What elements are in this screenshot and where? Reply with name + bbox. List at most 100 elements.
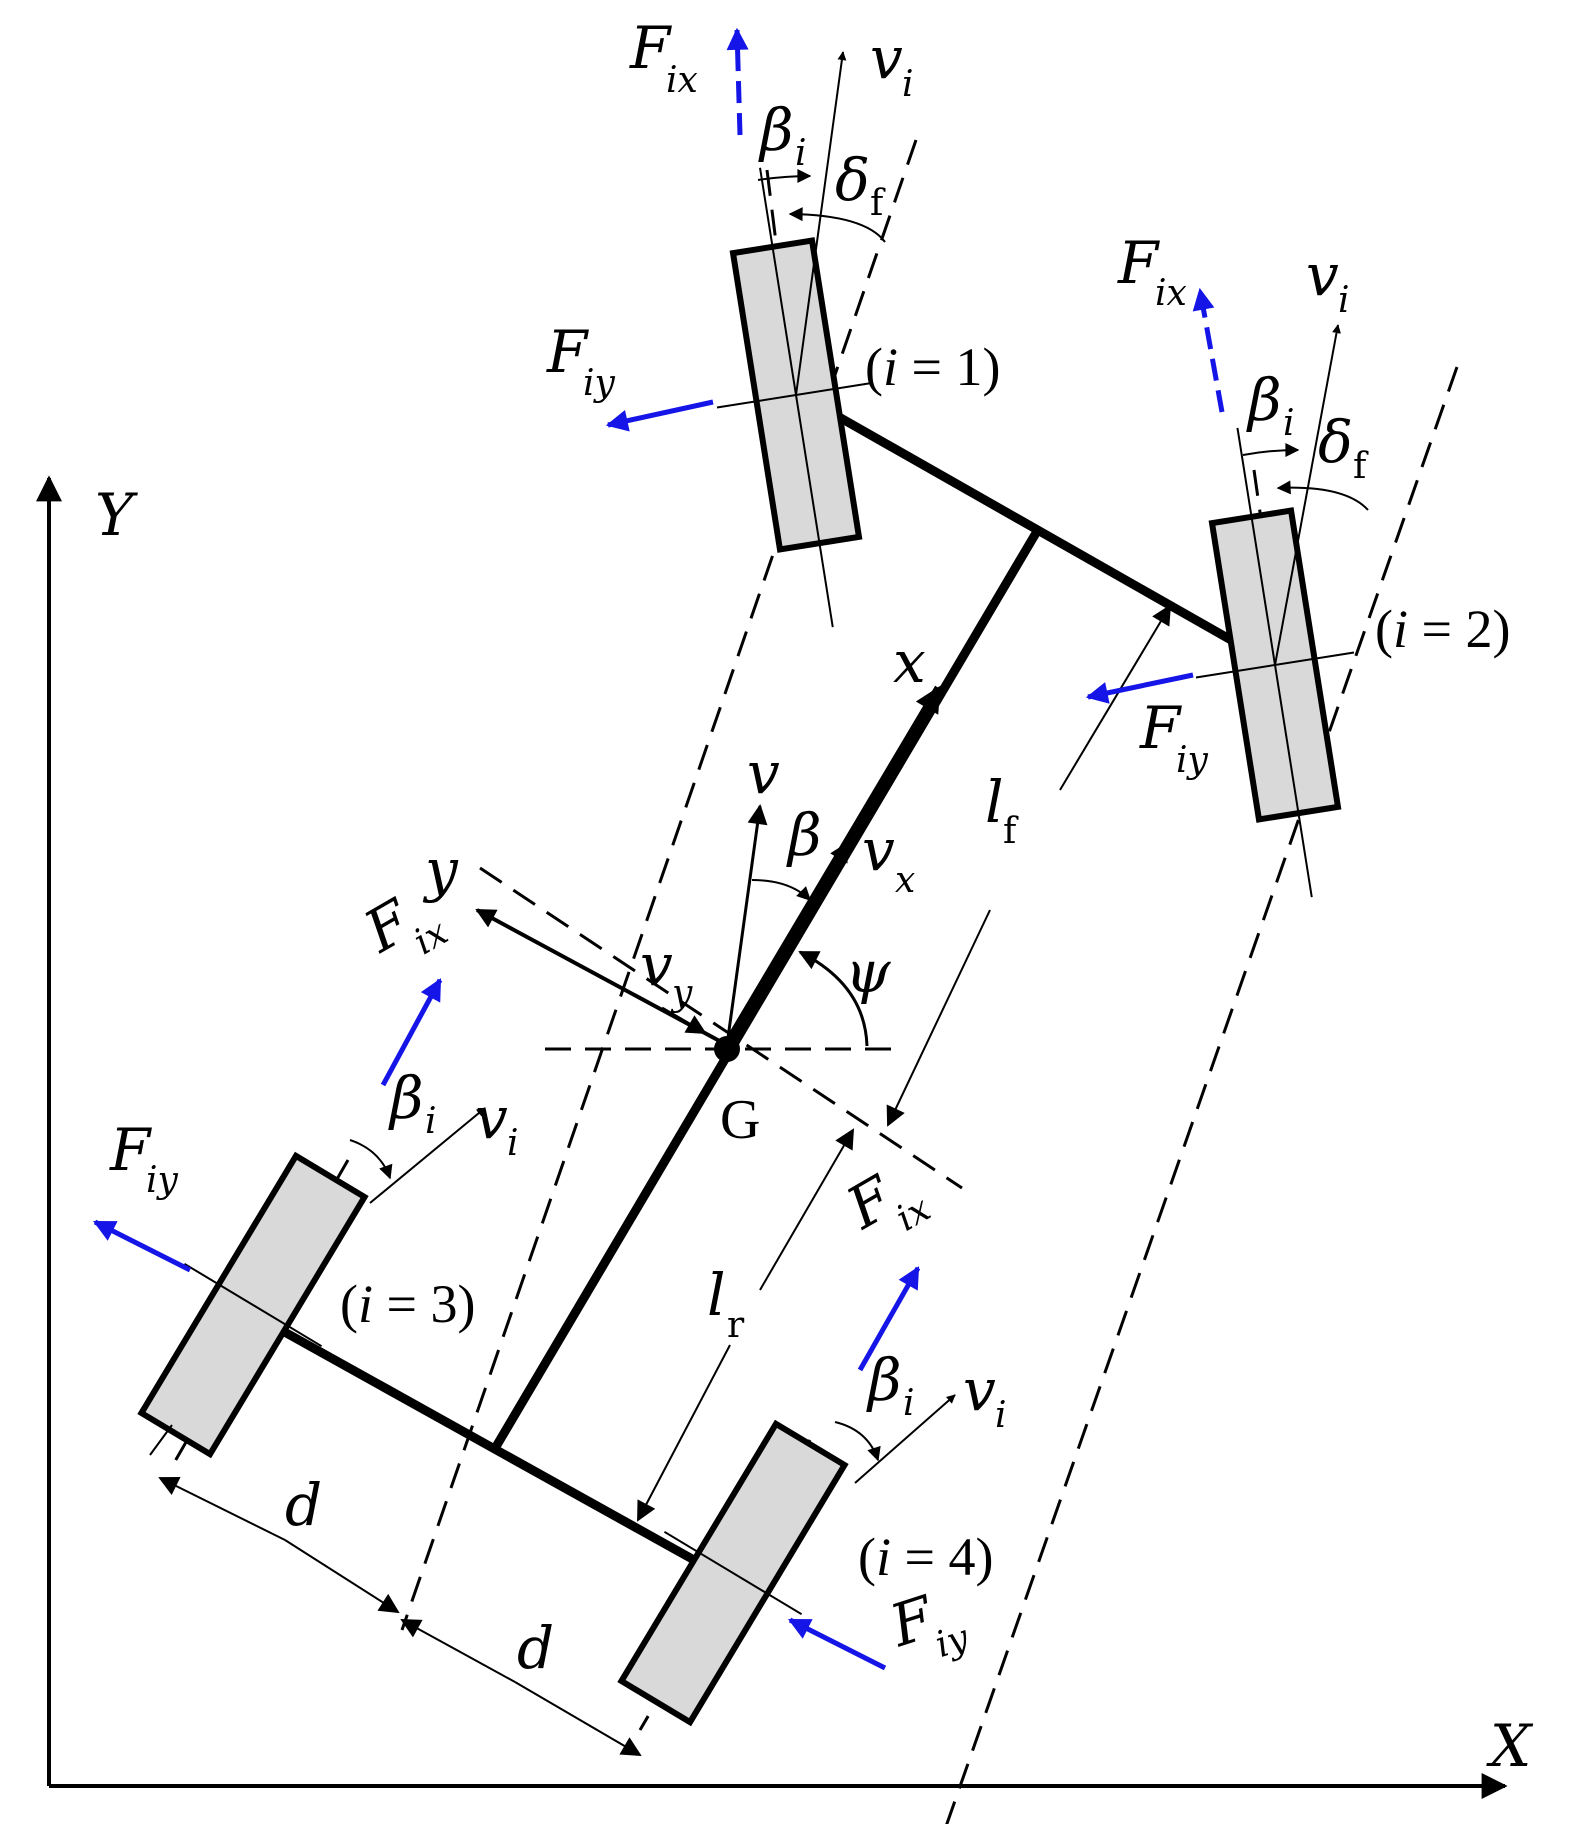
wheel-kinematics <box>349 51 1369 1484</box>
velocity-v-label: v <box>747 739 780 807</box>
wheel-1-fiy-arrow <box>605 399 714 432</box>
longitudinal-beam <box>492 528 1041 1450</box>
front-axle <box>790 387 1280 670</box>
wheel-3-velocity <box>369 1107 486 1204</box>
body-kinematics <box>475 685 943 1062</box>
svg-text:i: i <box>1283 403 1295 444</box>
wheel-1-index-label: (i = 1) <box>865 337 1000 397</box>
lf-label: l f <box>985 768 1019 852</box>
vy-label: v y <box>640 931 693 1014</box>
svg-text:ix: ix <box>889 1188 937 1239</box>
right-track-dashed-line <box>945 366 1459 1824</box>
lr-dimension-upper <box>759 1128 855 1291</box>
lr-dimension-lower <box>637 1344 731 1522</box>
svg-text:v: v <box>870 24 903 92</box>
dimensions <box>149 604 1172 1757</box>
wheel-3-fiy-arrow <box>93 1219 192 1273</box>
svg-text:i: i <box>795 133 807 174</box>
beta-arc <box>751 879 811 901</box>
svg-text:v: v <box>640 931 673 999</box>
svg-text:f: f <box>1353 446 1369 487</box>
wheel-3-fix-arrow <box>380 978 443 1087</box>
global-y-label: Y <box>95 481 138 549</box>
wheel-2-index-label: (i = 2) <box>1375 599 1510 659</box>
vy-arrowhead <box>661 1006 707 1035</box>
wheel-2-fiy-label: Fiy <box>1139 694 1209 781</box>
wheel-4-index-label: (i = 4) <box>858 1527 993 1587</box>
wheel-4-fiy-arrow <box>788 1617 887 1671</box>
d-tick-left <box>149 1424 173 1456</box>
svg-text:y: y <box>670 973 693 1014</box>
d-dimension-left-a <box>158 1477 286 1541</box>
svg-text:F: F <box>1117 229 1160 297</box>
global-axes: X Y <box>36 475 1534 1799</box>
wheel-4-crossline <box>663 1530 803 1616</box>
wheel-2-fix-label: Fix <box>1117 229 1187 314</box>
svg-text:f: f <box>1003 811 1019 852</box>
svg-text:v: v <box>1306 241 1339 309</box>
wheel-1 <box>716 167 871 628</box>
svg-text:F: F <box>546 318 589 386</box>
wheel-3-crossline <box>183 1262 323 1348</box>
wheel-2-fiy-arrow <box>1085 672 1194 704</box>
d-dimension-left-b <box>284 1539 400 1614</box>
svg-text:i: i <box>903 1383 915 1424</box>
svg-text:β: β <box>388 1064 424 1132</box>
left-track-dashed-line <box>400 139 918 1631</box>
d-dimension-right-b <box>514 1681 642 1757</box>
svg-text:δ: δ <box>1318 408 1353 476</box>
tire-forces <box>93 27 1225 1671</box>
body-x-label: x <box>893 628 926 696</box>
wheel-4-fiy-label: Fiy <box>881 1582 974 1666</box>
wheel-1-delta-arc <box>788 207 886 243</box>
wheel-3-beta-arc <box>349 1139 393 1180</box>
svg-text:i: i <box>995 1395 1007 1436</box>
svg-text:β: β <box>866 1346 902 1414</box>
svg-text:i: i <box>1338 280 1350 321</box>
d-dimension-right-a <box>400 1619 516 1683</box>
wheel-1-fiy-label: Fiy <box>546 318 616 404</box>
psi-label: ψ <box>845 938 891 1006</box>
svg-text:iy: iy <box>146 1160 179 1201</box>
svg-text:i: i <box>425 1101 437 1142</box>
lateral-dashed-line <box>479 866 963 1190</box>
wheel-2-beta-arc <box>1242 443 1300 458</box>
wheel-1-crossline <box>716 382 871 409</box>
svg-text:iy: iy <box>1176 740 1209 781</box>
svg-text:i: i <box>507 1123 519 1164</box>
svg-text:β: β <box>1246 366 1282 434</box>
wheel-1-centerline <box>759 167 834 628</box>
lf-dimension-upper <box>1059 604 1172 791</box>
vx-label: v x <box>862 816 915 901</box>
svg-text:ix: ix <box>407 912 455 963</box>
center-of-gravity-dot <box>714 1036 740 1062</box>
wheel-4-velocity <box>854 1394 956 1484</box>
vx-arrowhead <box>818 841 850 891</box>
svg-text:v: v <box>475 1084 508 1152</box>
svg-text:β: β <box>758 96 794 164</box>
wheel-1-fix-arrow <box>726 27 749 136</box>
svg-text:x: x <box>895 860 915 901</box>
wheel-3-index-label: (i = 3) <box>340 1274 475 1334</box>
wheel-2-fix-arrow <box>1192 287 1225 413</box>
wheel-1-fix-label: Fix <box>629 14 698 101</box>
wheel-1-beta-arc <box>757 169 812 184</box>
svg-text:f: f <box>870 183 886 224</box>
lf-dimension-lower <box>886 909 991 1127</box>
svg-text:v: v <box>862 816 895 884</box>
svg-text:r: r <box>727 1305 745 1346</box>
wheel-2-delta-arc <box>1276 480 1369 511</box>
wheel-4 <box>617 1419 849 1727</box>
global-x-label: X <box>1486 1712 1534 1780</box>
